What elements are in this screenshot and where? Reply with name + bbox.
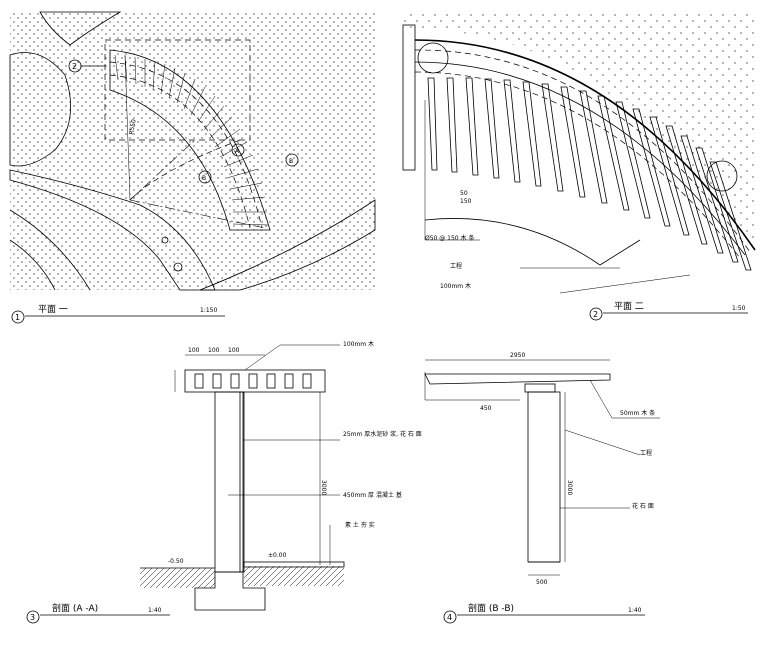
detail-circle	[706, 160, 738, 192]
pergola-plan	[109, 49, 271, 231]
end-post	[402, 24, 416, 171]
soil-hatch	[244, 566, 344, 586]
drawing-scale: 1:150	[200, 307, 217, 314]
plan-2: Ø50 @ 150 木 条 50 150 工程 100mm 木 2 平面 二 1…	[400, 10, 756, 321]
planting-bed	[9, 52, 71, 167]
dimension: 100	[208, 347, 220, 354]
pergola-plan-zoom	[400, 29, 755, 300]
drawing-number: 4	[447, 613, 452, 622]
radius-label: R550	[128, 119, 138, 136]
section-callout-a[interactable]	[231, 143, 245, 157]
curved-path	[9, 169, 216, 291]
annotation: 50mm 木 条	[620, 409, 655, 417]
drawing-number-bubble	[589, 307, 603, 321]
tree-symbol	[173, 262, 183, 272]
dimension: 2950	[510, 352, 525, 359]
detail-circle	[417, 42, 449, 74]
section-callout-label: A	[235, 148, 240, 155]
paving-layer	[243, 561, 345, 568]
planting-bed	[39, 11, 122, 46]
drawing-number-bubble	[26, 610, 40, 624]
dimension: 100	[188, 347, 200, 354]
section-callout-b[interactable]	[285, 153, 299, 167]
drawing-title: 平面 一	[38, 304, 68, 315]
section-callout-label: B	[202, 175, 206, 182]
drawing-number-bubble	[443, 610, 457, 624]
tapered-beam	[424, 373, 611, 385]
cap-plate	[524, 383, 556, 393]
dotted-ground-area	[10, 12, 375, 290]
drawing-number: 1	[15, 313, 20, 322]
curved-path	[199, 199, 376, 291]
annotation: 工程	[450, 262, 462, 270]
timber-beam	[184, 369, 326, 393]
dimension: 100	[228, 347, 240, 354]
detail-boundary	[104, 39, 251, 141]
annotation: 花 石 面	[632, 502, 654, 510]
pergola-slats	[114, 54, 269, 226]
tree-symbol	[161, 236, 169, 244]
drawing-number: 2	[593, 310, 598, 319]
section-callout-label: B	[289, 158, 293, 165]
section-a-a: 100 100 100 100mm 木 25mm 厚水泥砂 浆, 花 石 面 4…	[26, 340, 422, 624]
drawing-title: 剖面 (A -A)	[52, 602, 98, 614]
annotation: 450mm 厚 混凝土 基	[343, 491, 402, 499]
drawing-scale: 1:40	[628, 607, 642, 614]
dimension: 3000	[566, 480, 573, 495]
drawing-scale: 1:40	[148, 607, 162, 614]
level-marker: ±0.00	[268, 552, 287, 559]
dimension: 500	[536, 579, 548, 586]
pergola-slats	[427, 77, 752, 271]
drawing-title: 剖面 (B -B)	[468, 602, 514, 614]
drawing-number-bubble	[11, 310, 25, 324]
annotation: 素 土 夯 实	[345, 521, 375, 529]
concrete-column	[214, 391, 244, 573]
dimension: 450	[480, 405, 492, 412]
soil-hatch	[140, 568, 215, 588]
dimension: 150	[460, 198, 472, 205]
annotation: Ø50 @ 150 木 条	[425, 234, 474, 242]
annotation: 100mm 木	[440, 282, 471, 290]
annotation: 100mm 木	[343, 340, 374, 348]
annotation: 25mm 厚水泥砂 浆, 花 石 面	[343, 430, 422, 438]
slat-ends	[194, 373, 312, 389]
concrete-footing	[194, 571, 266, 611]
stone-clad-column	[527, 391, 561, 563]
plan-1: R550 2 B A B 1 平面 一 1:150	[9, 11, 376, 324]
level-marker: -0.50	[168, 558, 184, 565]
drawing-number: 3	[30, 613, 35, 622]
section-b-b: 2950 450 3000 500 50mm 木 条 工程 花 石 面 4 剖面…	[424, 352, 660, 624]
dimension: 3000	[320, 480, 327, 495]
drawing-scale: 1:50	[732, 305, 746, 312]
dimension: 50	[460, 190, 468, 197]
annotation: 工程	[640, 449, 652, 457]
section-callout-b[interactable]	[198, 170, 212, 184]
detail-callout-label: 2	[72, 62, 77, 71]
drawing-title: 平面 二	[614, 301, 644, 312]
